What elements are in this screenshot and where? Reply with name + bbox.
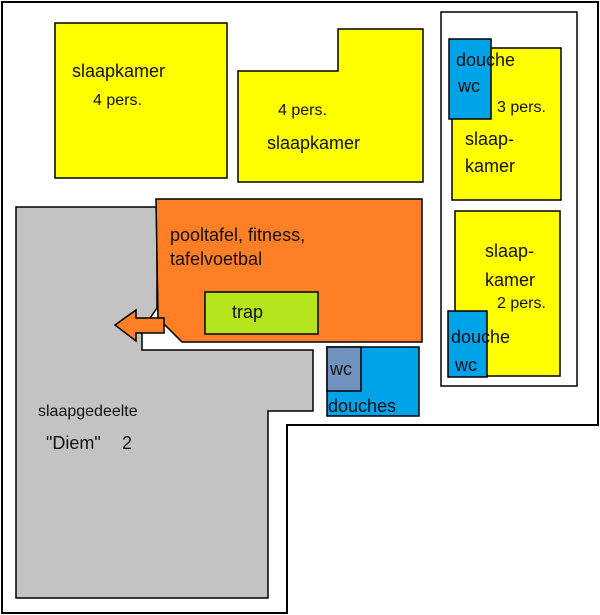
- wc-room: [326, 346, 362, 392]
- bedroom-4: [454, 210, 561, 377]
- stairs: [204, 291, 319, 335]
- stairs-label: trap: [232, 302, 264, 322]
- activity-room-line1: pooltafel, fitness,: [170, 225, 306, 245]
- shower-3: [448, 38, 492, 120]
- direction-arrow: [113, 308, 165, 343]
- bedroom-3-wc-label: wc: [458, 76, 480, 96]
- right-wing-outline: [440, 11, 578, 387]
- bedroom-3-capacity: 3 pers.: [497, 99, 546, 116]
- wc-label: wc: [330, 359, 352, 379]
- bedroom-4-name-line1: slaap-: [485, 241, 535, 261]
- bedroom-2-capacity: 4 pers.: [278, 102, 327, 119]
- bedroom-2-name: slaapkamer: [267, 133, 361, 153]
- bedroom-3-douche-label: douche: [456, 50, 516, 70]
- bedroom-1-name: slaapkamer: [72, 61, 166, 81]
- wing-label-name: "Diem": [46, 433, 101, 453]
- bedroom-4-douche-label: douche: [451, 327, 511, 347]
- bedroom-4-name-line2: kamer: [485, 270, 536, 290]
- bedroom-3-name-line1: slaap-: [465, 129, 515, 149]
- bedroom-3-name-line2: kamer: [465, 156, 516, 176]
- bedroom-2: [237, 28, 424, 183]
- bedroom-4-capacity: 2 pers.: [497, 295, 546, 312]
- wing-label-line1: slaapgedeelte: [38, 403, 138, 420]
- shower-4: [447, 310, 488, 378]
- wing-label-number: 2: [122, 433, 133, 453]
- douches-label: douches: [328, 396, 397, 416]
- activity-room-line2: tafelvoetbal: [170, 249, 263, 269]
- bedroom-4-wc-label: wc: [455, 355, 477, 375]
- bedroom-1: [54, 22, 228, 179]
- bedroom-1-capacity: 4 pers.: [93, 92, 142, 109]
